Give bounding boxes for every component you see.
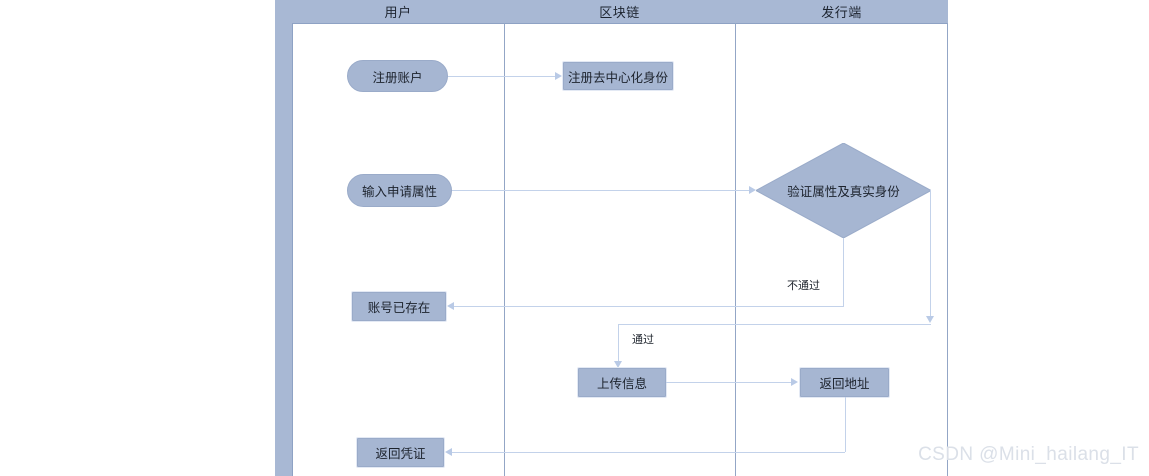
edge-n3-n4-arrowhead xyxy=(749,186,756,194)
node-verify-attributes[interactable]: 验证属性及真实身份 xyxy=(756,143,931,238)
node-return-address[interactable]: 返回地址 xyxy=(800,368,889,397)
edge-fail-horizontal xyxy=(454,306,844,307)
watermark-text: CSDN @Mini_hailang_IT xyxy=(918,444,1139,465)
edge-n7-n8-vertical xyxy=(845,397,846,452)
edge-pass-rail xyxy=(618,324,931,325)
edge-label-fail: 不通过 xyxy=(787,280,820,292)
edge-n3-n4-line xyxy=(452,190,749,191)
node-register-account[interactable]: 注册账户 xyxy=(347,60,448,92)
edge-n1-n2-arrowhead xyxy=(555,72,562,80)
edge-n1-n2-line xyxy=(448,76,555,77)
node-return-credential[interactable]: 返回凭证 xyxy=(357,438,444,467)
lane-divider-3 xyxy=(947,23,948,476)
lane-header-user: 用户 xyxy=(384,5,412,20)
edge-n7-n8-horizontal xyxy=(452,452,845,453)
lane-title-column xyxy=(275,0,293,476)
edge-n6-n7-arrowhead xyxy=(791,378,798,386)
edge-n6-n7-line xyxy=(666,382,791,383)
edge-pass-right-arrowhead xyxy=(926,316,934,323)
lane-divider-2 xyxy=(735,23,736,476)
node-account-exists[interactable]: 账号已存在 xyxy=(352,292,446,321)
node-register-did[interactable]: 注册去中心化身份 xyxy=(563,62,673,90)
lane-header-blockchain: 区块链 xyxy=(599,5,640,20)
diamond-shape-icon xyxy=(756,143,931,238)
edge-pass-down-to-upload xyxy=(618,324,619,362)
lane-header-issuer: 发行端 xyxy=(821,5,862,20)
node-input-attributes[interactable]: 输入申请属性 xyxy=(347,174,452,207)
lane-header-band xyxy=(292,0,948,24)
edge-pass-upload-arrowhead xyxy=(614,361,622,368)
node-upload-info[interactable]: 上传信息 xyxy=(578,368,666,397)
lane-divider-1 xyxy=(504,23,505,476)
node-verify-attributes-label: 验证属性及真实身份 xyxy=(787,185,900,199)
edge-label-pass: 通过 xyxy=(632,334,654,346)
edge-n7-n8-arrowhead xyxy=(445,448,452,456)
edge-fail-vertical xyxy=(843,238,844,306)
edge-fail-arrowhead xyxy=(447,302,454,310)
edge-pass-right-vertical xyxy=(930,190,931,316)
